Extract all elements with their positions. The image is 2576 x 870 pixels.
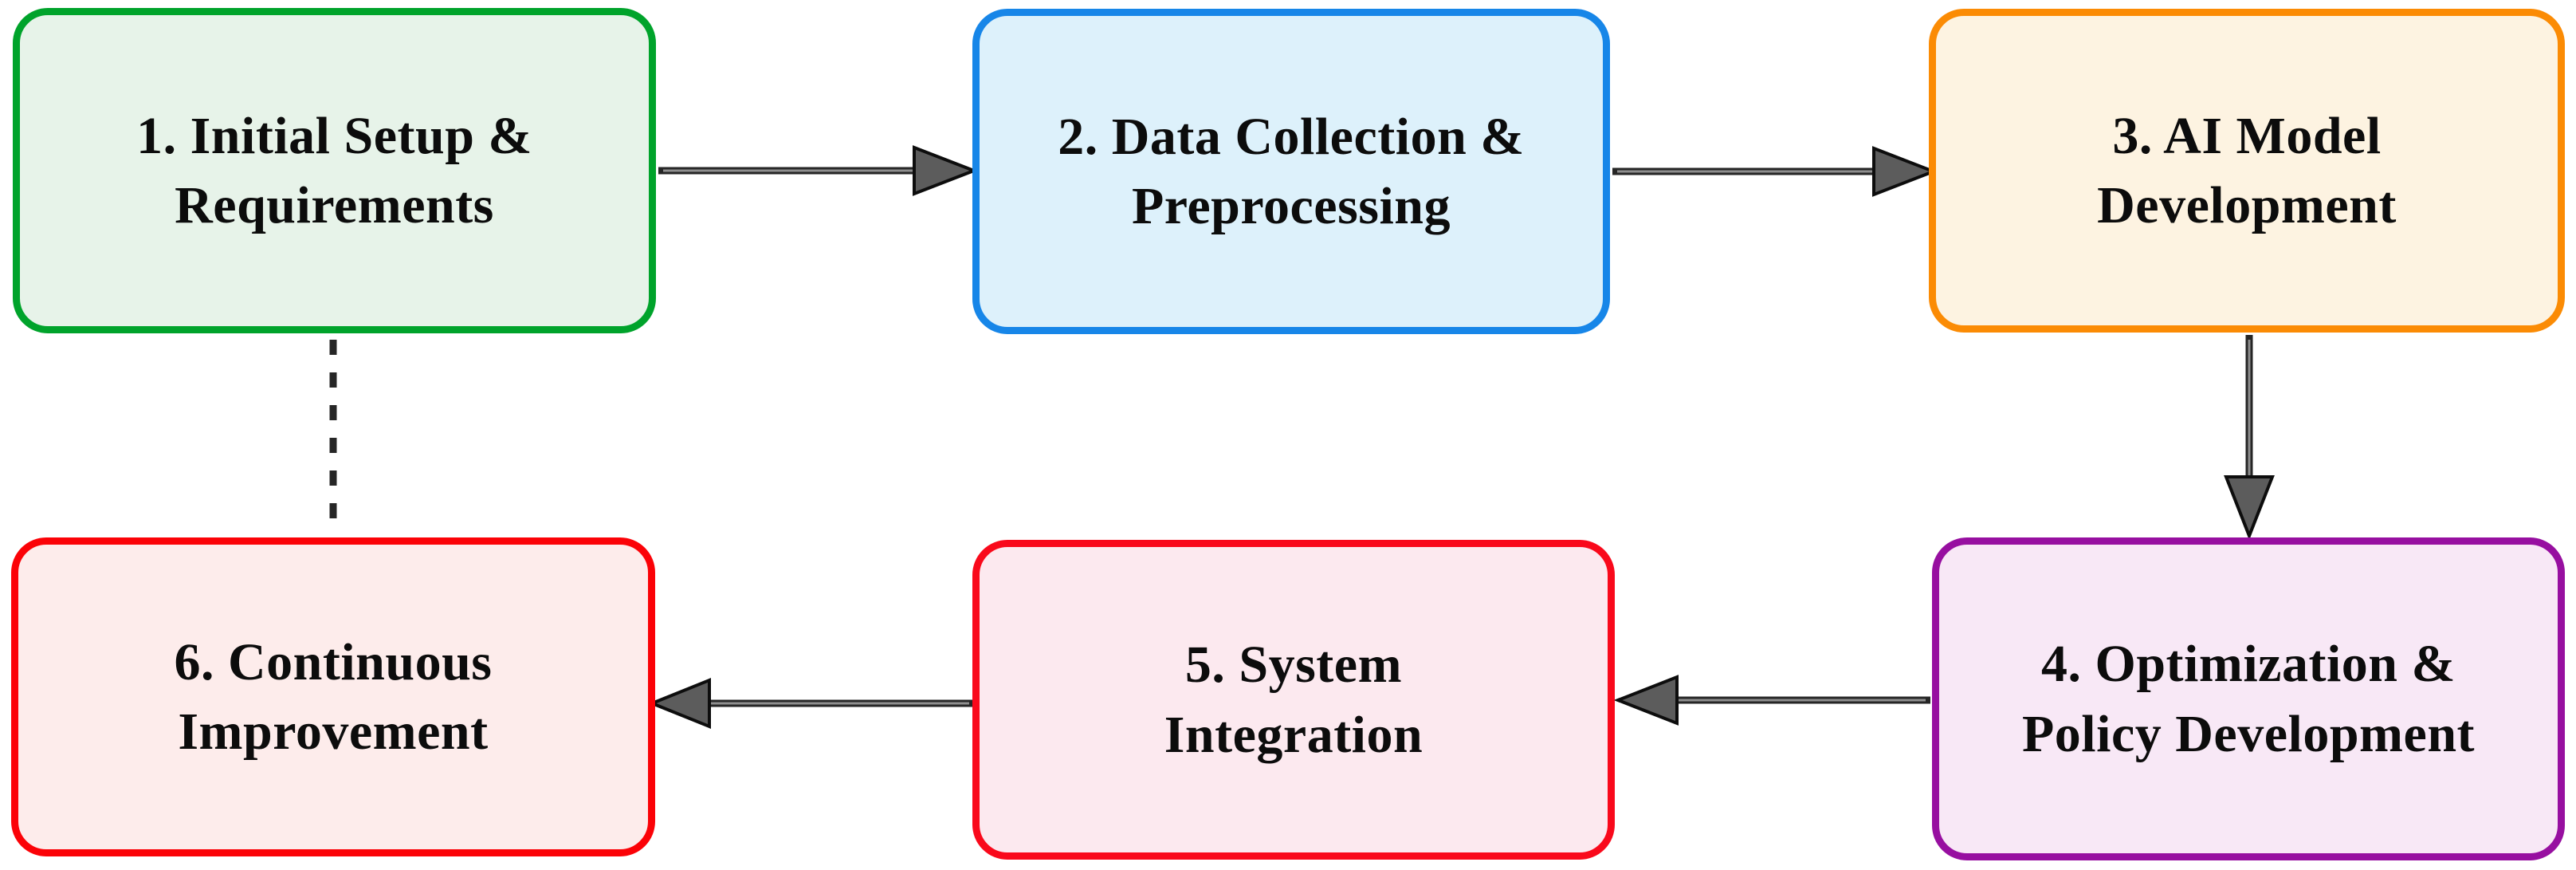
node-3-label: 3. AI Model Development (2097, 106, 2397, 234)
node-2-label: 2. Data Collection & Preprocessing (1058, 107, 1525, 235)
arrow-3-to-4 (2224, 335, 2275, 541)
node-1-label: 1. Initial Setup & Requirements (136, 106, 532, 234)
node-5-system-integration: 5. System Integration (972, 540, 1615, 860)
arrow-2-to-3 (1612, 146, 1938, 197)
node-3-ai-model-development: 3. AI Model Development (1929, 9, 2565, 333)
node-6-label: 6. Continuous Improvement (174, 632, 493, 761)
node-1-initial-setup: 1. Initial Setup & Requirements (13, 8, 656, 333)
node-5-label: 5. System Integration (1164, 636, 1423, 764)
arrow-5-to-6 (647, 678, 974, 729)
node-2-data-collection: 2. Data Collection & Preprocessing (972, 9, 1610, 334)
arrow-4-to-5 (1613, 675, 1930, 726)
arrow-1-to-2 (658, 145, 979, 196)
node-4-optimization-policy: 4. Optimization & Policy Development (1932, 537, 2565, 860)
node-4-label: 4. Optimization & Policy Development (2021, 635, 2476, 763)
node-6-continuous-improvement: 6. Continuous Improvement (11, 537, 655, 856)
